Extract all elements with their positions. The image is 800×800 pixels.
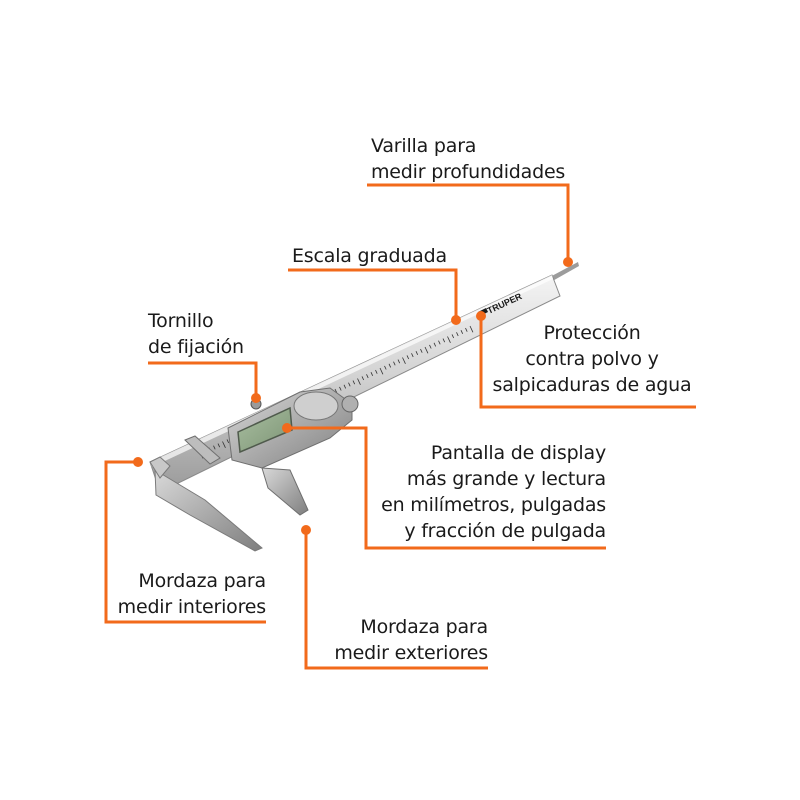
callout-text: más grande y lectura (406, 468, 606, 490)
scale-tick (456, 332, 459, 337)
scale-tick (348, 382, 351, 387)
callout-outside-jaw: Mordaza para medir exteriores (310, 614, 488, 666)
scale-tick (226, 439, 230, 444)
leader-depth-rod (367, 183, 570, 262)
leader-locking-screw-dot (251, 393, 261, 403)
leader-scale-dot (451, 315, 461, 325)
leader-dust-protection-dot (476, 311, 486, 321)
leader-dust-protection (479, 316, 696, 409)
callout-depth-rod: Varilla para medir profundidades (371, 133, 565, 185)
scale-tick (366, 374, 369, 379)
callout-text: medir exteriores (334, 642, 488, 664)
scale-tick (451, 334, 455, 339)
callout-text: de fijación (148, 336, 244, 358)
scale-tick (415, 351, 419, 355)
callout-text: Mordaza para (138, 570, 266, 592)
scale-tick (397, 359, 401, 364)
callout-text: Escala graduada (292, 245, 447, 267)
callout-dust-protection: Protección contra polvo y salpicaduras d… (488, 320, 696, 398)
leader-depth-rod-dot (563, 257, 573, 267)
callout-text: Varilla para (371, 135, 477, 157)
leader-locking-screw (148, 361, 258, 398)
scale-tick (420, 348, 423, 353)
moving-outside-jaw (261, 467, 309, 516)
callout-scale: Escala graduada (292, 243, 447, 269)
scale-tick (447, 336, 451, 343)
scale-tick (411, 353, 414, 358)
scale-tick (424, 346, 429, 354)
scale-tick (384, 365, 387, 370)
scale-tick (438, 340, 441, 345)
scale-tick (388, 363, 392, 368)
scale-tick (361, 376, 365, 381)
scale-tick (339, 386, 342, 391)
dust-cover (293, 391, 339, 421)
leader-outside-jaw-dot (301, 525, 311, 535)
scale-tick (469, 325, 474, 333)
fixed-outside-jaw (154, 469, 263, 552)
scale-tick (460, 330, 464, 334)
callout-text: contra polvo y (525, 348, 659, 370)
depth-rod (548, 262, 579, 283)
callout-inside-jaw: Mordaza para medir interiores (108, 568, 267, 620)
callout-text: y fracción de pulgada (404, 520, 606, 542)
thumb-roller (341, 395, 359, 413)
scale-tick (375, 369, 378, 374)
scale-tick (357, 378, 361, 385)
scale-tick (352, 380, 356, 385)
leader-display-dot (282, 423, 292, 433)
scale-tick (393, 361, 396, 366)
callout-display: Pantalla de display más grande y lectura… (374, 440, 606, 544)
leader-display (287, 426, 606, 550)
scale-tick (213, 445, 216, 450)
callout-text: medir interiores (117, 596, 267, 618)
scale-tick (429, 344, 432, 349)
scale-tick (222, 441, 226, 448)
callout-text: Mordaza para (360, 616, 488, 638)
scale-tick (402, 357, 406, 364)
callout-locking-screw: Tornillo de fijación (148, 308, 244, 360)
fixed-inside-jaw (149, 456, 171, 479)
scale-tick (406, 355, 410, 360)
callout-text: salpicaduras de agua (492, 374, 692, 396)
scale-tick (442, 338, 446, 343)
scale-tick (433, 342, 437, 347)
callout-leader-lines (104, 183, 696, 670)
moving-inside-jaw (184, 435, 221, 465)
callout-text: en milímetros, pulgadas (381, 494, 606, 516)
lcd-display (237, 406, 293, 454)
callout-text: Protección (543, 322, 641, 344)
leader-outside-jaw (304, 530, 488, 670)
scale-tick (370, 372, 374, 376)
leader-scale (288, 268, 458, 320)
callout-text: medir profundidades (371, 161, 566, 183)
scale-tick (379, 367, 384, 375)
callout-text: Pantalla de display (430, 442, 606, 464)
leader-inside-jaw-dot (133, 457, 143, 467)
leader-inside-jaw (104, 460, 266, 624)
scale-tick (343, 384, 347, 389)
callout-text: Tornillo (148, 310, 214, 332)
scale-tick (465, 327, 468, 332)
scale-tick (217, 443, 221, 448)
